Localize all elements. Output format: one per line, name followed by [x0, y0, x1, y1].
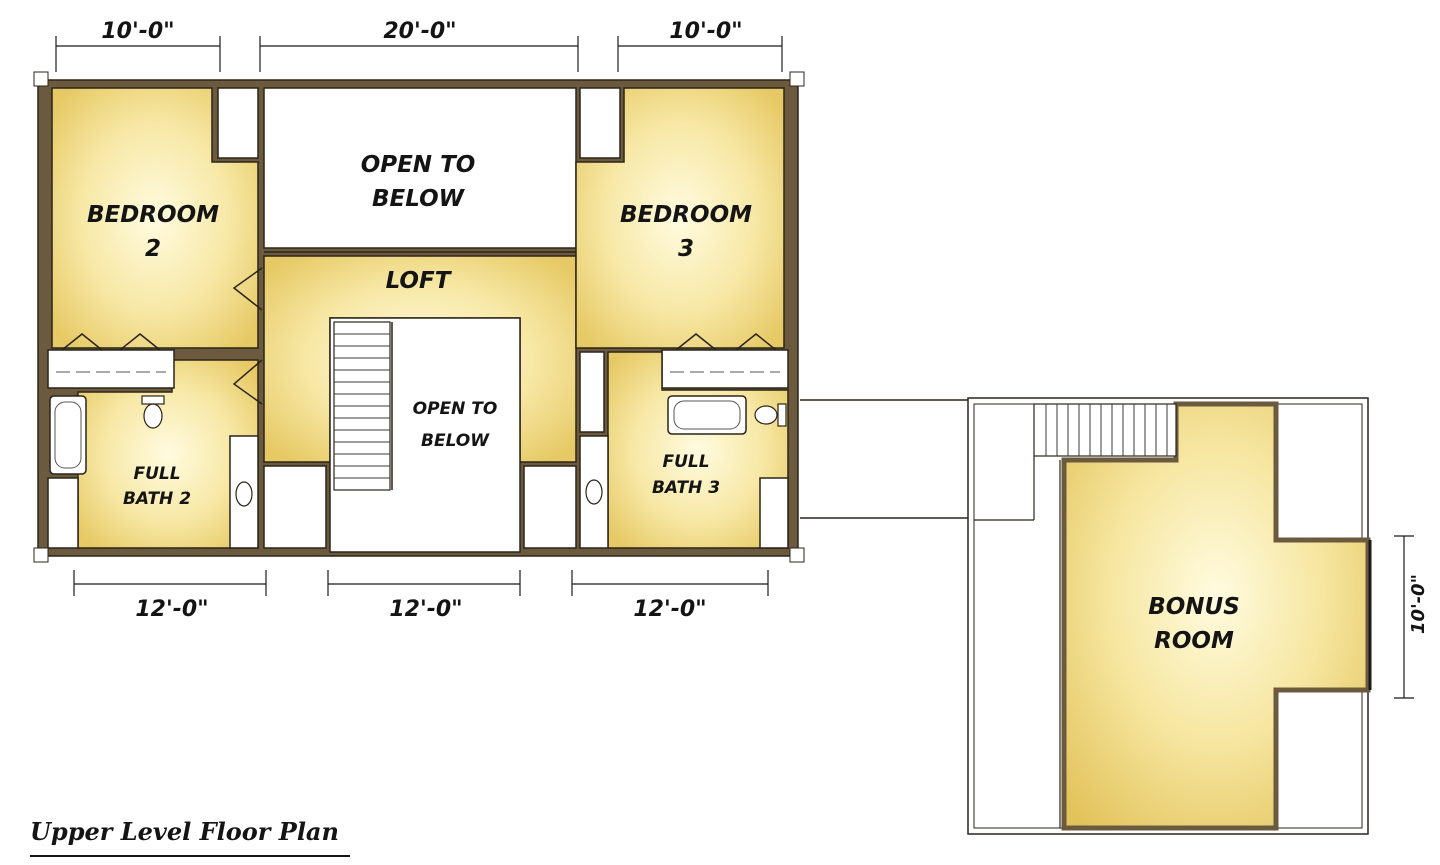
dim-bonus-side: 10'-0" [1408, 574, 1429, 634]
open-to-below-stair-line2: BELOW [421, 431, 490, 451]
toilet-tank-icon [141, 395, 165, 405]
open-to-below-stair-line1: OPEN TO [413, 399, 498, 419]
door-swing [232, 359, 263, 405]
bath-3-label-line1: FULL [662, 452, 709, 472]
staircase [333, 321, 391, 491]
bathtub-inner [54, 401, 82, 469]
bonus-staircase [1033, 403, 1177, 457]
door-swing [232, 267, 263, 311]
wall-notch [263, 465, 327, 549]
bedroom-2-closet [47, 349, 175, 389]
dim-bottom-center: 12'-0" [389, 597, 462, 622]
open-to-below-top [263, 87, 577, 249]
bedroom-3-number: 3 [678, 236, 694, 262]
dimension-lines [55, 36, 1414, 699]
wall-notch [523, 465, 577, 549]
log-corner [33, 547, 49, 563]
bedroom-3-closet [661, 349, 789, 389]
bonus-building [967, 397, 1372, 835]
bonus-room-label-line2: ROOM [1154, 628, 1234, 654]
bedroom-3-label: BEDROOM [620, 202, 752, 228]
bath-2-label-line1: FULL [133, 464, 180, 484]
bath-3-label-line2: BATH 3 [652, 478, 720, 498]
toilet-bowl-icon [143, 403, 163, 429]
closet-door [61, 333, 103, 351]
wall-notch [579, 87, 621, 159]
log-corner [33, 71, 49, 87]
wall-notch [217, 87, 259, 159]
dim-top-left: 10'-0" [101, 19, 174, 44]
toilet-tank-icon [777, 403, 787, 427]
plan-title: Upper Level Floor Plan [30, 817, 339, 846]
bedroom-2-label: BEDROOM [87, 202, 219, 228]
bath-2-corner-pocket [47, 477, 79, 549]
bath-2-label-line2: BATH 2 [123, 489, 191, 509]
sink-icon [235, 481, 253, 507]
log-corner [789, 547, 805, 563]
dim-bottom-right: 12'-0" [633, 597, 706, 622]
dim-top-center: 20'-0" [383, 19, 456, 44]
bedroom-2-number: 2 [145, 236, 161, 262]
breezeway [800, 399, 968, 519]
linen-closet [579, 351, 605, 433]
bath-3-corner-pocket [759, 477, 789, 549]
bedroom-2-area [51, 87, 259, 349]
loft-label: LOFT [386, 268, 453, 294]
closet-door [119, 333, 161, 351]
dim-top-right: 10'-0" [669, 19, 742, 44]
closet-door [735, 333, 777, 351]
dim-bottom-left: 12'-0" [135, 597, 208, 622]
main-house [33, 71, 805, 563]
log-corner [789, 71, 805, 87]
toilet-bowl-icon [754, 405, 778, 425]
closet-door [675, 333, 717, 351]
bathtub-inner [673, 400, 741, 430]
sink-icon [585, 479, 603, 505]
bonus-room-label-line1: BONUS [1148, 594, 1240, 620]
open-to-below-top-line1: OPEN TO [361, 152, 476, 178]
bedroom-3-area [575, 87, 785, 349]
open-to-below-top-line2: BELOW [372, 186, 466, 212]
